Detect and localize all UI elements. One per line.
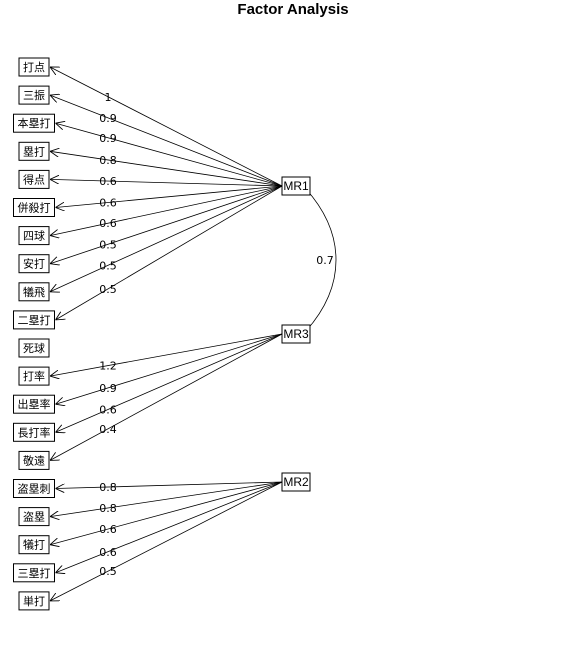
loading-edge (50, 67, 283, 187)
loading-value: 1.2 (99, 360, 117, 373)
variable-label: 単打 (23, 594, 45, 608)
variable-label: 三塁打 (18, 566, 51, 580)
variable-label: 長打率 (18, 425, 51, 439)
variable-label: 塁打 (23, 144, 45, 158)
variable-label: 敬遠 (23, 454, 45, 467)
variable-label: 併殺打 (18, 201, 51, 215)
variable-label: 本塁打 (18, 116, 51, 130)
factor-node: MR1 (281, 176, 311, 196)
loading-edge (50, 185, 283, 292)
correlation-value: 0.7 (316, 254, 334, 267)
loading-edge (56, 333, 283, 404)
loading-value: 0.5 (99, 238, 117, 251)
loading-edge (50, 333, 283, 376)
loading-edge (50, 95, 283, 187)
variable-node: 得点 (18, 169, 50, 189)
loading-value: 0.8 (99, 502, 117, 515)
variable-node: 盗塁 (18, 507, 50, 527)
loading-edge (50, 481, 283, 601)
loading-edge (50, 481, 283, 517)
variable-label: 打点 (23, 60, 45, 74)
loading-value: 0.9 (99, 382, 117, 395)
variable-label: 犠飛 (23, 285, 45, 299)
loading-value: 0.6 (99, 523, 117, 536)
loading-value: 0.5 (99, 259, 117, 272)
loading-edge (50, 185, 283, 236)
variable-node: 併殺打 (13, 198, 55, 217)
variable-node: 死球 (18, 338, 50, 358)
variable-node: 二塁打 (13, 310, 55, 330)
loading-edge (50, 179, 283, 187)
loading-value: 0.6 (99, 217, 117, 230)
variable-label: 二塁打 (18, 313, 51, 327)
variable-nodes: 打点三振本塁打塁打得点併殺打四球安打犠飛二塁打死球打率出塁率長打率敬遠盗塁刺盗塁… (13, 57, 55, 611)
factor-correlations: 0.7 (305, 188, 337, 332)
variable-node: 犠打 (18, 535, 50, 555)
variable-label: 出塁率 (18, 397, 51, 411)
variable-label: 得点 (23, 173, 45, 186)
variable-node: 犠飛 (18, 282, 50, 302)
factor-node: MR2 (281, 472, 311, 492)
loading-edge (50, 333, 283, 460)
loading-value: 0.5 (99, 565, 117, 578)
variable-node: 敬遠 (18, 450, 50, 470)
loading-value: 0.6 (99, 175, 117, 188)
variable-node: 塁打 (18, 141, 50, 161)
variable-label: 安打 (23, 257, 45, 271)
variable-label: 盗塁 (23, 511, 45, 524)
loading-value: 0.8 (99, 154, 117, 167)
variable-node: 三塁打 (13, 563, 55, 583)
loading-value: 0.6 (99, 546, 117, 559)
loading-value: 0.4 (99, 423, 117, 436)
loading-edge (56, 185, 283, 208)
loading-value: 0.5 (99, 283, 117, 296)
variable-node: 長打率 (13, 422, 55, 442)
loading-value: 0.6 (99, 197, 117, 210)
variable-label: 打率 (23, 369, 45, 383)
loading-edges: 1 0.9 0.9 0.8 0.6 0.6 0.6 0.5 0.5 0.5 1.2 0.9 0.6 0.4… (50, 67, 283, 601)
factor-label: MR3 (283, 327, 309, 341)
variable-node: 打率 (18, 366, 50, 386)
loading-edge (56, 481, 283, 573)
loading-edge (56, 333, 283, 432)
diagram-title: Factor Analysis (237, 1, 348, 18)
factor-label: MR2 (283, 475, 309, 489)
loading-value: 0.9 (99, 132, 117, 145)
loading-value: 0.6 (99, 404, 117, 417)
variable-label: 盗塁刺 (18, 483, 51, 496)
factor-node: MR3 (281, 324, 311, 344)
variable-node: 打点 (18, 57, 50, 77)
variable-node: 本塁打 (13, 113, 55, 133)
variable-node: 単打 (18, 591, 50, 611)
loading-edge (50, 185, 283, 264)
loading-value: 0.8 (99, 481, 117, 494)
loading-edge (50, 151, 283, 187)
variable-node: 盗塁刺 (13, 479, 55, 498)
loading-edge (56, 481, 283, 489)
loading-value: 0.9 (99, 112, 117, 125)
loading-edge (56, 185, 283, 320)
loading-edge (56, 123, 283, 187)
variable-label: 死球 (23, 341, 45, 355)
variable-label: 三振 (23, 88, 45, 102)
variable-node: 出塁率 (13, 394, 55, 414)
variable-node: 安打 (18, 254, 50, 274)
variable-node: 四球 (18, 226, 50, 246)
variable-label: 犠打 (23, 538, 45, 552)
variable-label: 四球 (23, 229, 45, 243)
variable-node: 三振 (18, 85, 50, 105)
correlation-arc (305, 188, 337, 332)
loading-edge (50, 481, 283, 545)
factor-label: MR1 (283, 179, 309, 193)
loading-value: 1 (105, 91, 112, 104)
